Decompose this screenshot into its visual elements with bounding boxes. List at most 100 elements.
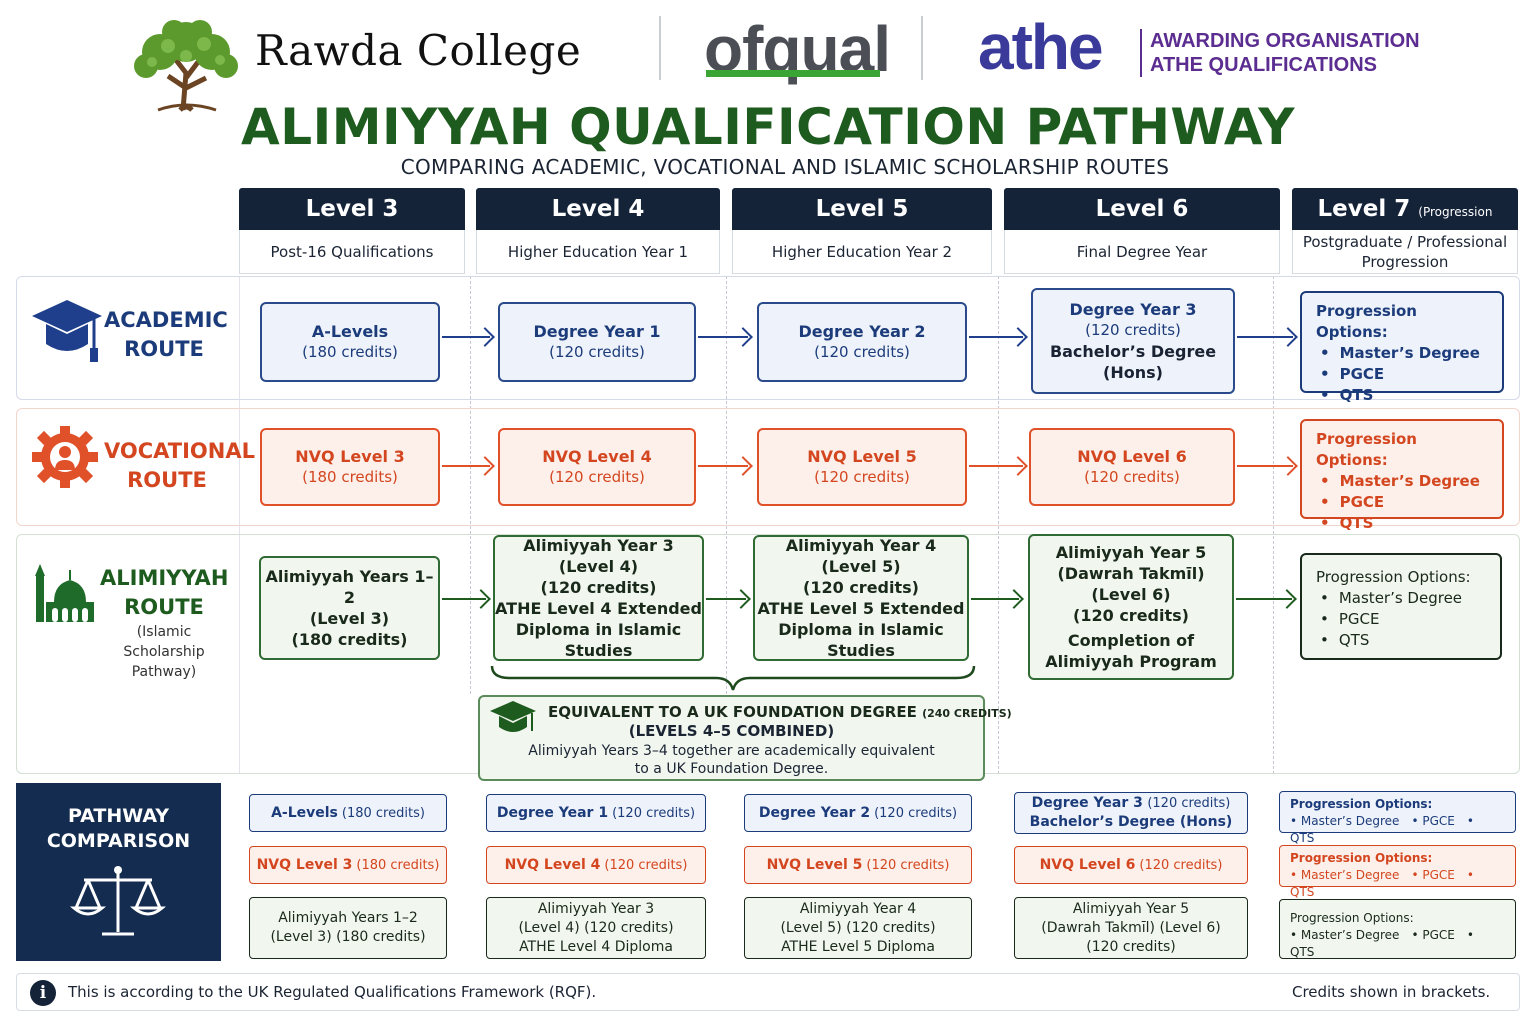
compare-line: (Dawrah Takmīl) (Level 6) [1041, 919, 1221, 936]
route-label-line: ROUTE [124, 595, 204, 619]
compare-credits: (120 credits) [604, 857, 688, 873]
compare-academic-level5: Degree Year 2(120 credits) [744, 794, 972, 832]
compare-line: ATHE Level 5 Diploma [781, 938, 935, 955]
box-line: (Level 5) [821, 557, 901, 576]
compare-academic-level4: Degree Year 1(120 credits) [486, 794, 706, 832]
arrow-right [969, 465, 1023, 467]
box-title: NVQ Level 5 [807, 447, 917, 466]
alimiyyah-box-level3: Alimiyyah Years 1–2 (Level 3) (180 credi… [259, 556, 440, 660]
info-icon: i [30, 980, 56, 1006]
rawda-tree-logo [134, 20, 238, 112]
compare-alimiyyah-progression: Progression Options: Master’s Degree PGCE… [1279, 899, 1516, 959]
box-line: (120 credits) [1073, 606, 1189, 625]
footer-note: This is according to the UK Regulated Qu… [68, 983, 597, 1001]
box-line: Diploma in Islamic Studies [778, 620, 944, 660]
compare-credits: (180 credits) [341, 805, 425, 821]
compare-vocational-level4: NVQ Level 4(120 credits) [486, 846, 706, 884]
level-desc: Post-16 Qualifications [239, 230, 465, 274]
box-extra: Bachelor’s Degree (Hons) [1049, 342, 1217, 382]
comparison-title-line: PATHWAY [67, 805, 170, 827]
level-desc: Postgraduate / Professional Progression [1292, 230, 1518, 274]
route-label-line: ROUTE [127, 468, 207, 492]
graduation-cap-icon [32, 300, 102, 362]
page-title: ALIMIYYAH QUALIFICATION PATHWAY [241, 98, 1295, 156]
ofqual-underline [706, 70, 880, 77]
alimiyyah-box-level4: Alimiyyah Year 3 (Level 4) (120 credits)… [493, 535, 704, 661]
progression-item: Master’s Degree [1316, 588, 1486, 609]
arrow-right [706, 598, 746, 600]
compare-line: Alimiyyah Year 3 [537, 900, 655, 917]
level-header: Level 6 [1004, 188, 1280, 230]
athe-sub-line: ATHE QUALIFICATIONS [1150, 54, 1378, 76]
academic-progression-box: Progression Options: Master’s Degree PGC… [1300, 291, 1504, 404]
route-note: (Islamic Scholarship [123, 624, 205, 660]
progression-item: Master’s Degree [1290, 928, 1399, 942]
compare-alimiyyah-level5: Alimiyyah Year 4 (Level 5) (120 credits)… [744, 897, 972, 959]
box-credits: (120 credits) [814, 343, 910, 361]
progression-item: Master’s Degree [1316, 343, 1488, 364]
column-divider [470, 276, 471, 694]
compare-line: (Level 5) (120 credits) [780, 919, 936, 936]
compare-title: A-Levels [271, 804, 338, 821]
level-header: Level 5 [732, 188, 992, 230]
compare-vocational-level5: NVQ Level 5(120 credits) [744, 846, 972, 884]
compare-line: Alimiyyah Years 1–2 [278, 910, 418, 926]
arrow-right [1236, 598, 1292, 600]
page-subtitle: COMPARING ACADEMIC, VOCATIONAL AND ISLAM… [400, 155, 1170, 179]
box-line: (Dawrah Takmīl) [1057, 564, 1205, 583]
level-name: Level 4 [551, 196, 645, 222]
box-title: Degree Year 2 [798, 322, 926, 341]
box-line: (Level 4) [558, 557, 639, 576]
college-name: Rawda College [255, 26, 582, 75]
equivalent-credits: (240 CREDITS) [922, 707, 1012, 720]
box-title: NVQ Level 6 [1077, 447, 1187, 466]
compare-title: NVQ Level 5 [766, 856, 863, 873]
box-credits: (180 credits) [302, 468, 398, 486]
level-desc: Higher Education Year 1 [476, 230, 720, 274]
compare-vocational-level3: NVQ Level 3(180 credits) [249, 846, 447, 884]
gear-person-icon [32, 426, 98, 488]
route-note: Pathway) [131, 664, 197, 680]
level-desc: Higher Education Year 2 [732, 230, 992, 274]
progression-item: PGCE [1316, 492, 1488, 513]
level-name: Level 6 [1095, 196, 1189, 222]
equivalent-text: Alimiyyah Years 3–4 together are academi… [478, 742, 985, 778]
footer-bar [16, 973, 1520, 1011]
progression-title: Progression Options: [1290, 911, 1414, 925]
vocational-box-level6: NVQ Level 6 (120 credits) [1029, 428, 1235, 506]
academic-box-level6: Degree Year 3 (120 credits) Bachelor’s D… [1031, 288, 1235, 394]
equivalent-line: Alimiyyah Years 3–4 together are academi… [528, 743, 935, 759]
vocational-progression-box: Progression Options: Master’s Degree PGC… [1300, 419, 1504, 532]
column-divider [726, 276, 727, 694]
route-label-line: VOCATIONAL [104, 439, 255, 463]
progression-title: Progression Options: [1316, 568, 1471, 586]
box-title: Degree Year 3 [1069, 300, 1197, 319]
compare-vocational-level6: NVQ Level 6(120 credits) [1014, 846, 1248, 884]
compare-title: Degree Year 3 [1031, 795, 1143, 811]
level-header: Level 3 [239, 188, 465, 230]
level-note: (Progression Options) [1379, 205, 1493, 264]
compare-title: NVQ Level 4 [504, 856, 601, 873]
footer-credits-note: Credits shown in brackets. [1292, 983, 1491, 1001]
box-line: Alimiyyah Program [1045, 652, 1217, 671]
compare-academic-level3: A-Levels(180 credits) [249, 794, 447, 832]
route-label-line: ACADEMIC [104, 308, 228, 332]
box-line: Alimiyyah Year 3 [523, 536, 674, 555]
arrow-right [969, 336, 1023, 338]
progression-item: Master’s Degree [1290, 868, 1399, 882]
academic-route-label: ACADEMIC ROUTE [104, 306, 228, 364]
compare-credits: (120 credits) [1139, 857, 1223, 873]
alimiyyah-progression-box: Progression Options: Master’s Degree PGC… [1300, 553, 1502, 660]
box-credits: (120 credits) [549, 343, 645, 361]
compare-credits: (120 credits) [866, 857, 950, 873]
progression-item: PGCE [1411, 928, 1454, 942]
compare-credits: (180 credits) [356, 857, 440, 873]
level-name: Level 5 [815, 196, 909, 222]
arrow-right [698, 336, 748, 338]
vocational-route-label: VOCATIONAL ROUTE [104, 437, 255, 495]
compare-line: (Level 4) (120 credits) [518, 919, 674, 936]
box-line: ATHE Level 5 Extended [757, 599, 965, 618]
route-label-line: ROUTE [124, 337, 204, 361]
compare-line: ATHE Level 4 Diploma [519, 938, 673, 955]
box-credits: (180 credits) [302, 343, 398, 361]
